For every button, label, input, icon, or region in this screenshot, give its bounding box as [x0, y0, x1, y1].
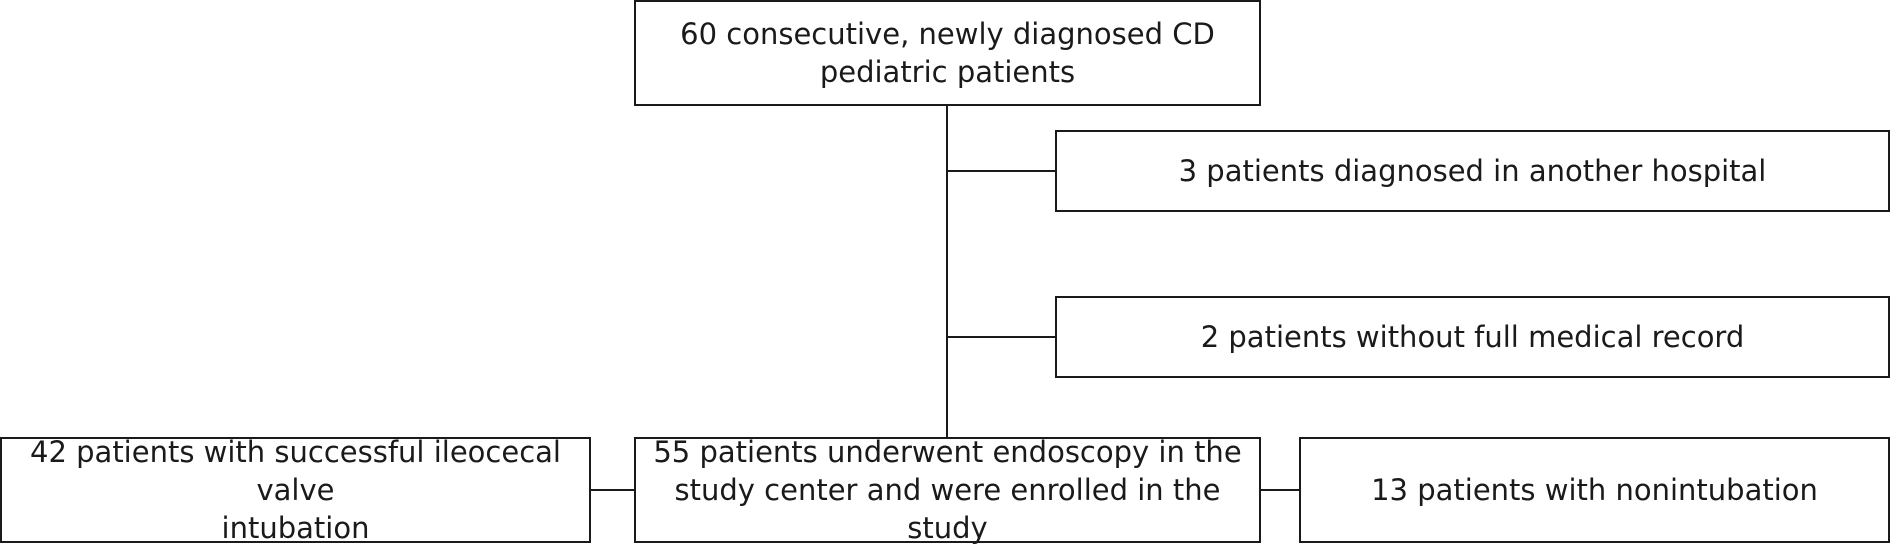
connector-exclusion-2 — [947, 336, 1055, 338]
connector-exclusion-1 — [947, 170, 1055, 172]
box-initial-cohort-line-2: pediatric patients — [819, 55, 1076, 89]
connector-right-branch — [1261, 489, 1299, 491]
box-successful-intubation-line-1: 42 patients with successful ileocecal va… — [30, 435, 561, 507]
box-nonintubation: 13 patients with nonintubation — [1299, 437, 1890, 543]
box-exclusion-no-record-text: 2 patients without full medical record — [1200, 320, 1745, 354]
box-initial-cohort: 60 consecutive, newly diagnosed CD pedia… — [634, 0, 1261, 106]
box-exclusion-other-hospital-text: 3 patients diagnosed in another hospital — [1178, 154, 1767, 188]
box-initial-cohort-text: 60 consecutive, newly diagnosed CD pedia… — [680, 15, 1215, 91]
box-nonintubation-text: 13 patients with nonintubation — [1371, 473, 1818, 507]
box-enrolled: 55 patients underwent endoscopy in the s… — [634, 435, 1261, 545]
box-initial-cohort-line-1: 60 consecutive, newly diagnosed CD — [680, 17, 1215, 51]
connector-main-vertical — [946, 106, 948, 437]
box-exclusion-other-hospital: 3 patients diagnosed in another hospital — [1055, 130, 1890, 212]
connector-left-branch — [591, 489, 634, 491]
box-successful-intubation-line-2: intubation — [221, 511, 370, 545]
box-successful-intubation-text: 42 patients with successful ileocecal va… — [6, 433, 585, 547]
box-exclusion-no-record: 2 patients without full medical record — [1055, 296, 1890, 378]
box-enrolled-line-1: 55 patients underwent endoscopy in the — [653, 435, 1242, 469]
box-enrolled-line-2: study center and were enrolled in the st… — [674, 473, 1221, 545]
box-successful-intubation: 42 patients with successful ileocecal va… — [0, 435, 591, 545]
box-enrolled-text: 55 patients underwent endoscopy in the s… — [640, 433, 1255, 547]
